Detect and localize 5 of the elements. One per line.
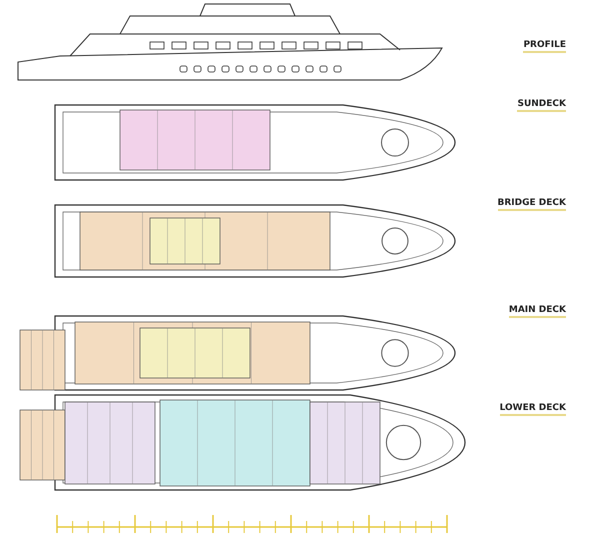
deck-label: LOWER DECK (500, 403, 566, 416)
deck-label: SUNDECK (517, 99, 566, 112)
deck-label: BRIDGE DECK (498, 198, 566, 211)
deck-label: MAIN DECK (508, 305, 566, 318)
deck-label: PROFILE (523, 40, 566, 53)
